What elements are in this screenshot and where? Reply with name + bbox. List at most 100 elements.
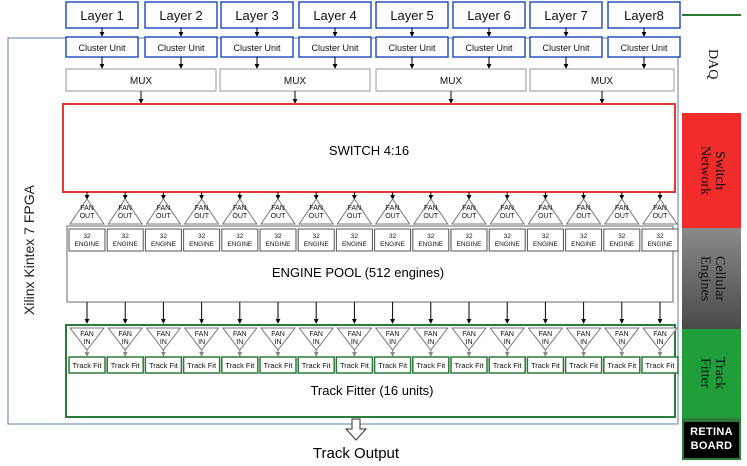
cluster-unit-label: Cluster Unit bbox=[620, 43, 668, 53]
track-fit-box bbox=[182, 356, 221, 374]
engine-block bbox=[450, 228, 488, 252]
retina-board-badge: RETINA BOARD bbox=[682, 420, 741, 460]
fan-in-triangle bbox=[221, 327, 258, 351]
engine-block bbox=[526, 228, 564, 252]
retina-board-label: RETINA BOARD bbox=[690, 426, 733, 452]
fan-out-triangle bbox=[260, 198, 296, 225]
engine-block bbox=[221, 228, 259, 252]
switch-box bbox=[62, 103, 676, 193]
fan-in-triangle bbox=[450, 327, 488, 351]
fan-out-triangle bbox=[107, 198, 144, 225]
cluster-units: Cluster Unit Cluster Unit Cluster Unit Clus… bbox=[65, 36, 681, 69]
fan-out-triangle bbox=[374, 198, 411, 225]
fan-in-triangle bbox=[489, 327, 526, 351]
mux-label: MUX bbox=[591, 76, 614, 87]
fan-in-triangle bbox=[412, 327, 449, 351]
track-fit-label: Track Fit bbox=[187, 361, 217, 370]
track-fit-label: Track Fit bbox=[455, 361, 485, 370]
fan-out-triangle bbox=[412, 198, 449, 225]
engine-block bbox=[106, 228, 144, 252]
layer-box bbox=[529, 1, 603, 29]
engine-block bbox=[565, 228, 603, 252]
layer-label: Layer 7 bbox=[544, 8, 587, 23]
fan-out-triangle bbox=[183, 198, 220, 225]
cluster-unit-label: Cluster Unit bbox=[311, 43, 359, 53]
fan-in-triangle bbox=[145, 327, 182, 351]
fan-out-triangle bbox=[69, 198, 105, 225]
cluster-unit-label: Cluster Unit bbox=[78, 43, 126, 53]
track-fit-label: Track Fit bbox=[225, 361, 255, 370]
track-fit-label: Track Fit bbox=[73, 361, 103, 370]
cluster-unit-label: Cluster Unit bbox=[157, 43, 205, 53]
engine-block bbox=[259, 228, 297, 252]
legend-cellular-engines-label: Cellular Engines bbox=[697, 255, 728, 302]
fan-in-triangle bbox=[527, 327, 564, 351]
layer-box bbox=[220, 1, 294, 29]
fan-out-triangle bbox=[489, 198, 526, 225]
track-fit-label: Track Fit bbox=[569, 361, 599, 370]
cluster-unit-label: Cluster Unit bbox=[465, 43, 513, 53]
track-fit-box bbox=[641, 356, 679, 374]
engine-block bbox=[603, 228, 641, 252]
track-fit-label: Track Fit bbox=[111, 361, 141, 370]
mux-label: MUX bbox=[284, 76, 307, 87]
track-fit-box bbox=[450, 356, 488, 374]
track-fit-label: Track Fit bbox=[531, 361, 561, 370]
fan-in-triangle bbox=[603, 327, 640, 351]
layer-label: Layer 5 bbox=[390, 8, 433, 23]
layer-label: Layer 2 bbox=[159, 8, 202, 23]
engine-block bbox=[335, 228, 373, 252]
track-fit-label: Track Fit bbox=[378, 361, 408, 370]
layer-label: Layer 3 bbox=[235, 8, 278, 23]
fan-out-triangle bbox=[527, 198, 564, 225]
fan-in-triangle bbox=[298, 327, 335, 351]
track-fit-box bbox=[526, 356, 565, 374]
track-fit-label: Track Fit bbox=[607, 361, 637, 370]
layer-label: Layer 6 bbox=[467, 8, 510, 23]
fan-out-triangle bbox=[565, 198, 602, 225]
mux-label: MUX bbox=[440, 76, 463, 87]
track-fit-box bbox=[259, 356, 297, 374]
fan-out-triangle bbox=[298, 198, 335, 225]
layer-box bbox=[144, 1, 218, 29]
fan-out-triangle bbox=[145, 198, 182, 225]
legend-switch-network: Switch Network bbox=[682, 113, 741, 228]
engine-block bbox=[488, 228, 526, 252]
engine-block bbox=[144, 228, 182, 252]
fan-in-triangle bbox=[68, 327, 106, 351]
layer-box bbox=[452, 1, 526, 29]
track-fit-box bbox=[412, 356, 450, 374]
fan-out-triangle bbox=[603, 198, 640, 225]
